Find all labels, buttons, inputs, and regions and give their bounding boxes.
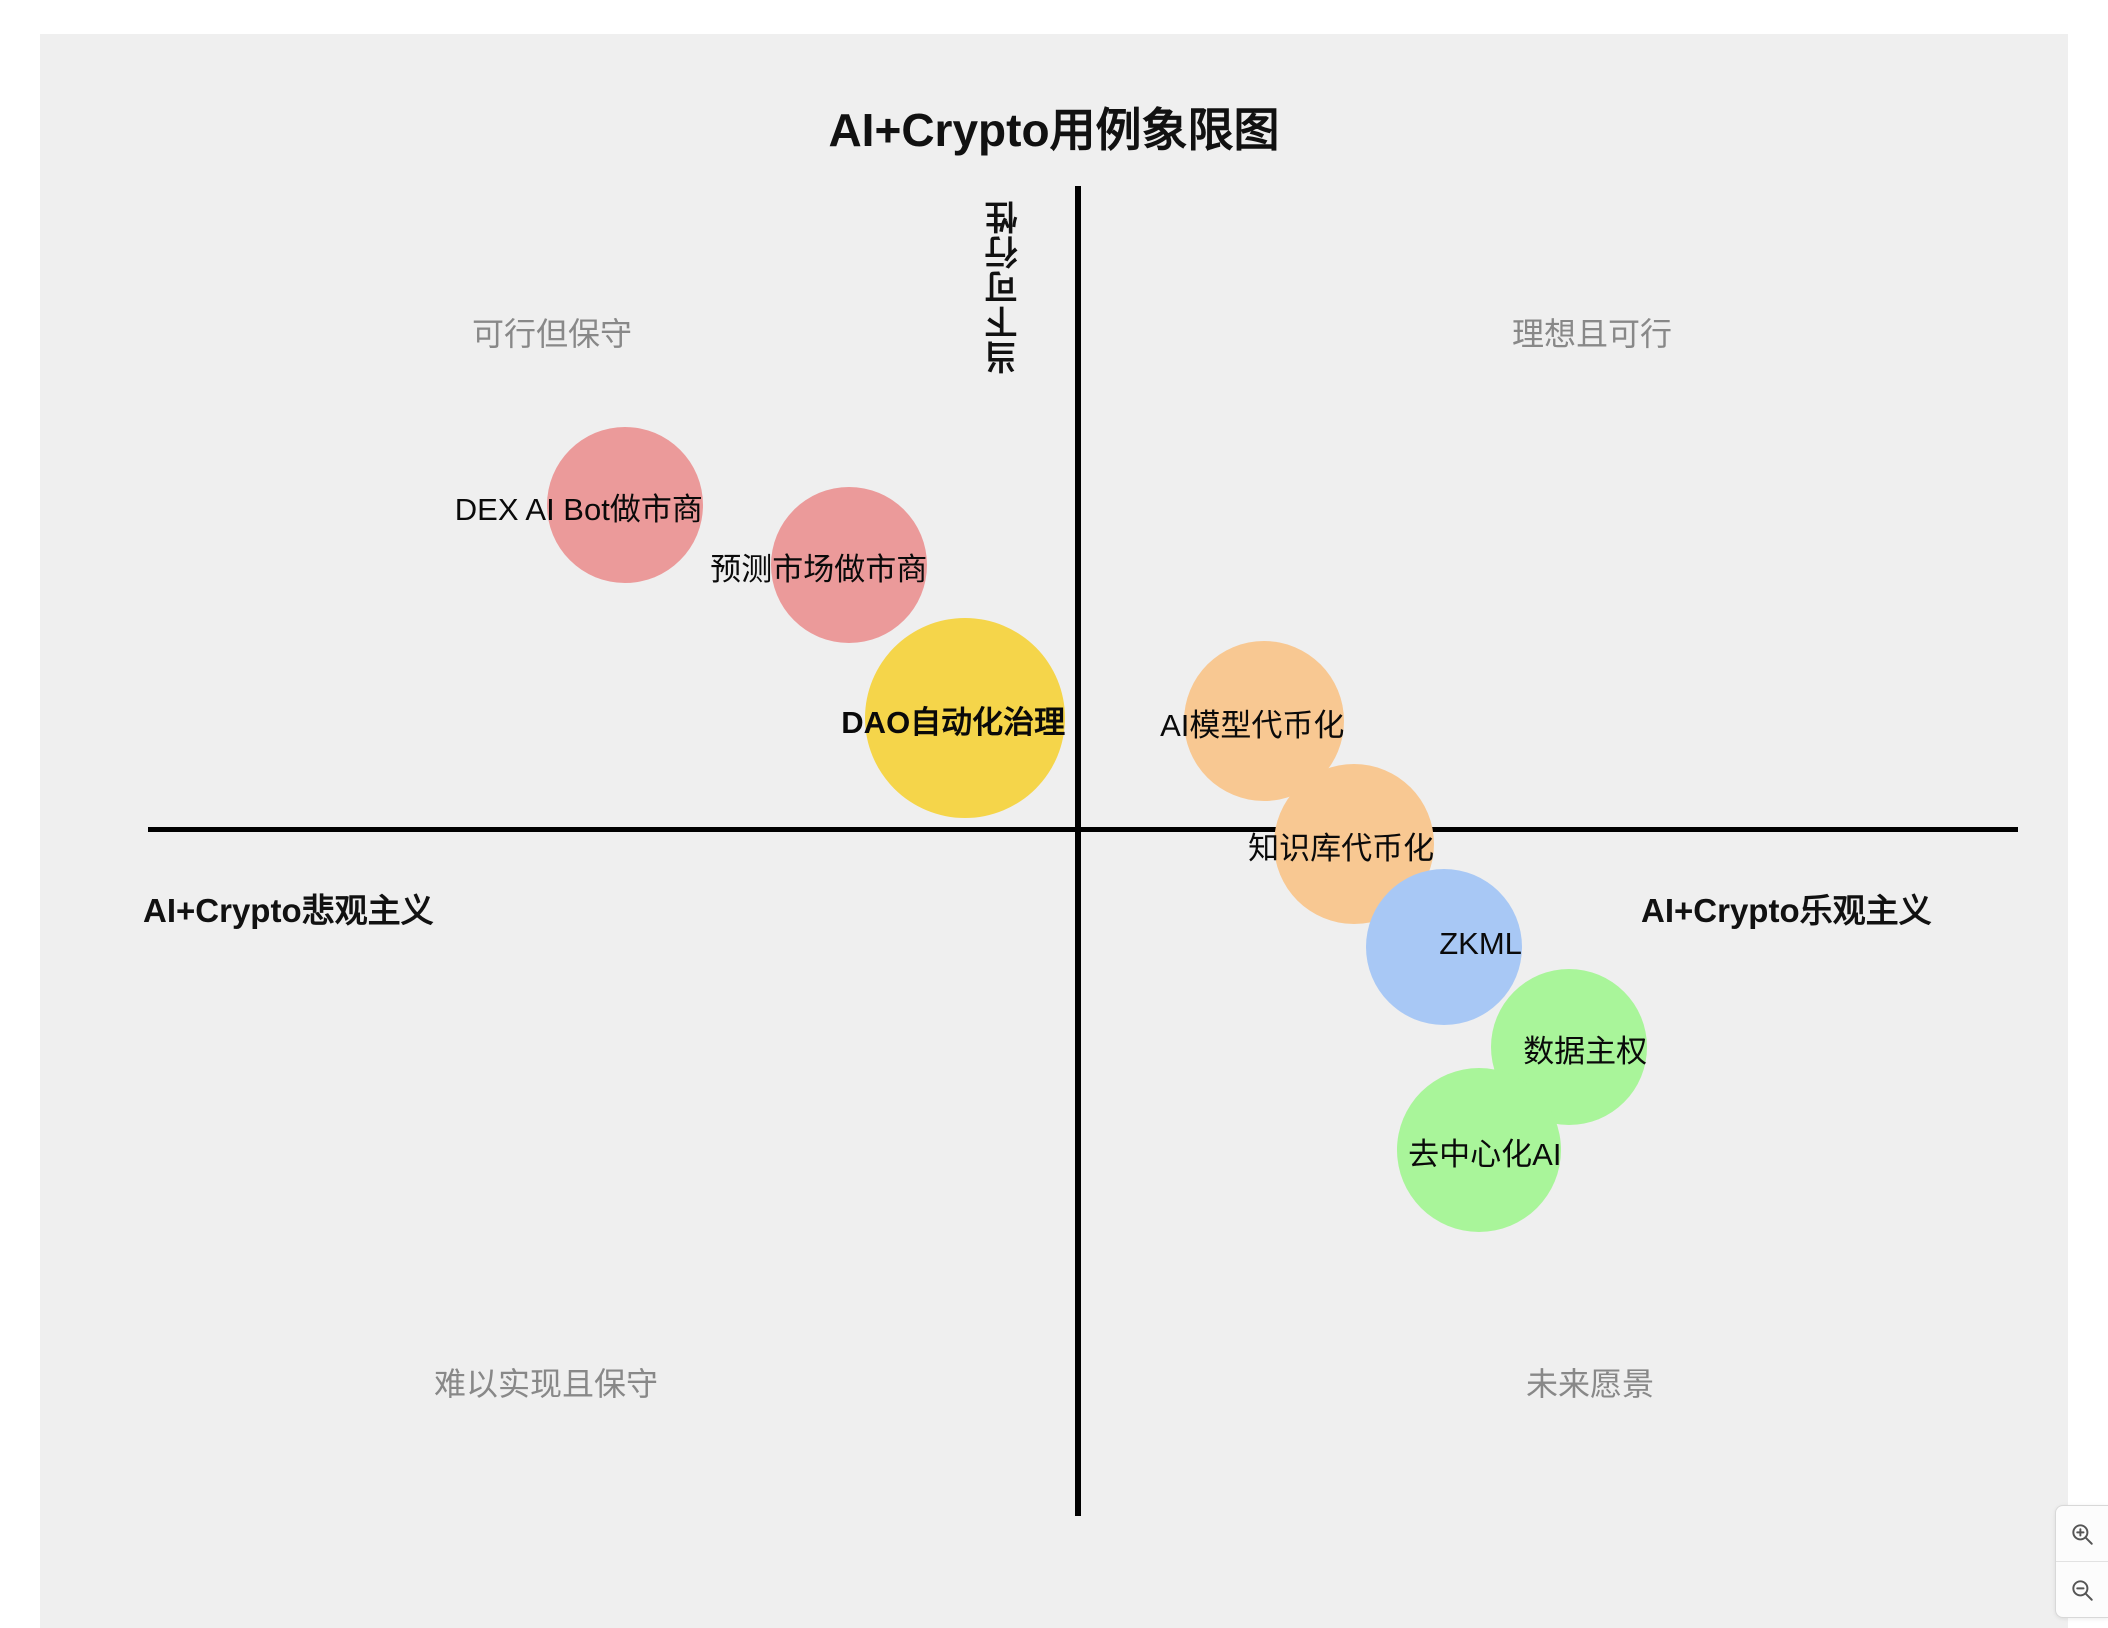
chart-canvas: AI+Crypto用例象限图 当下可行性 AI+Crypto悲观主义 AI+Cr… (40, 34, 2068, 1628)
bubble-label-1: DEX AI Bot做市商 (454, 492, 703, 528)
y-axis-label: 当下可行性 (985, 199, 1022, 374)
bubble-3[interactable] (865, 618, 1066, 818)
zoom-in-button[interactable] (2056, 1506, 2108, 1561)
bubble-label-6: ZKML (1439, 925, 1522, 961)
zoom-out-icon (2072, 1579, 2093, 1601)
vertical-axis (1075, 186, 1081, 1516)
bubble-label-2: 预测市场做市商 (710, 552, 928, 588)
horizontal-axis (148, 827, 2018, 832)
bubble-label-5: 知识库代币化 (1248, 831, 1435, 867)
bubble-8[interactable] (1397, 1068, 1562, 1233)
quadrant-label-top-left: 可行但保守 (472, 316, 633, 352)
quadrant-label-top-right: 理想且可行 (1512, 316, 1673, 352)
x-axis-label-left: AI+Crypto悲观主义 (143, 892, 434, 929)
zoom-controls (2055, 1505, 2108, 1618)
bubble-label-7: 数据主权 (1523, 1033, 1648, 1069)
zoom-out-button[interactable] (2056, 1561, 2108, 1617)
page-title: AI+Crypto用例象限图 (828, 104, 1280, 156)
bubble-label-4: AI模型代币化 (1160, 707, 1345, 743)
quadrant-label-bottom-right: 未来愿景 (1526, 1366, 1655, 1402)
bubble-label-3: DAO自动化治理 (841, 705, 1066, 740)
zoom-in-icon (2072, 1523, 2093, 1545)
bubble-2[interactable] (771, 487, 928, 644)
bubble-label-8: 去中心化AI (1408, 1137, 1562, 1173)
x-axis-label-right: AI+Crypto乐观主义 (1641, 892, 1932, 929)
bubble-6[interactable] (1365, 868, 1522, 1025)
quadrant-label-bottom-left: 难以实现且保守 (434, 1366, 659, 1402)
bubble-1[interactable] (546, 427, 703, 584)
